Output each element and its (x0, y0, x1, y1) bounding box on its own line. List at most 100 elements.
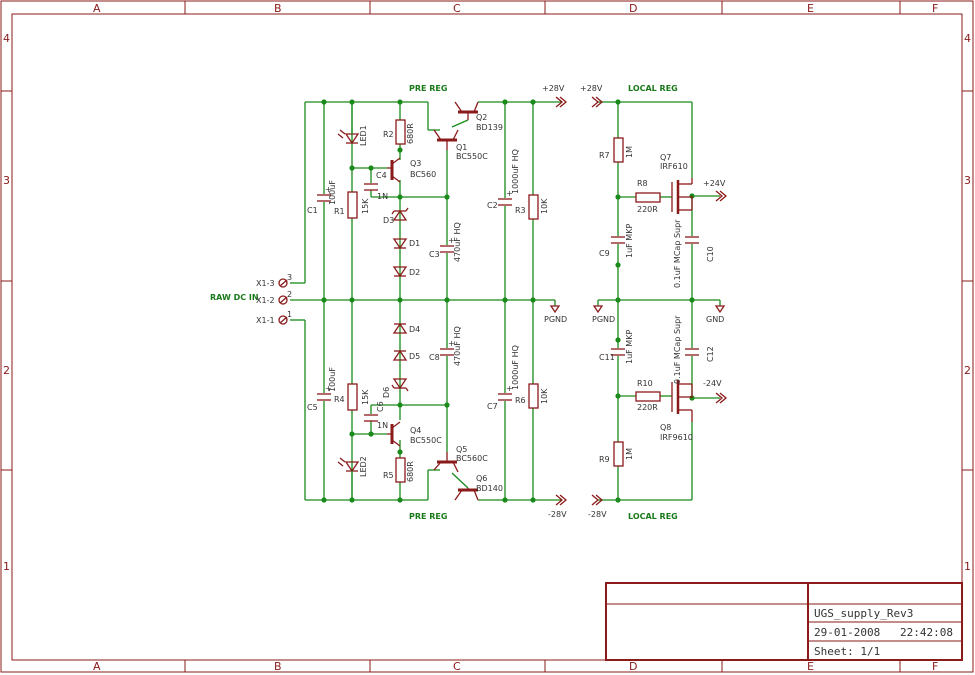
net-label-pgnd-right: PGND (592, 315, 615, 324)
label-q7-value: IRF610 (660, 162, 688, 171)
net-label-plus28-out: +28V (542, 84, 565, 93)
label-c11-ref: C11 (599, 353, 615, 362)
led-led2 (337, 457, 360, 473)
net-label-plus28-in: +28V (580, 84, 603, 93)
capacitor-c9 (611, 236, 625, 244)
capacitors: + + + + + + (317, 183, 699, 422)
label-c11-value: 1uF MKP (625, 330, 634, 364)
row-label-1-left: 1 (3, 560, 10, 573)
col-label-f-bottom: F (932, 660, 938, 673)
net-label-minus28-out: -28V (548, 510, 567, 519)
label-r9-ref: R9 (599, 455, 610, 464)
label-r10-value: 220R (637, 403, 658, 412)
row-label-3-right: 3 (964, 174, 971, 187)
label-c1-ref: C1 (307, 206, 318, 215)
col-label-b-bottom: B (274, 660, 282, 673)
label-d4-ref: D4 (409, 325, 420, 334)
diode-d2 (392, 266, 408, 278)
label-d1-ref: D1 (409, 239, 420, 248)
net-label-local-reg-bottom: LOCAL REG (628, 512, 678, 521)
label-c3-ref: C3 (429, 250, 440, 259)
label-q1-value: BC550C (456, 152, 488, 161)
label-c6-ref: C6 (376, 401, 385, 412)
local-reg-junctions (615, 99, 695, 503)
transistor-q4 (387, 421, 401, 447)
diode-d5 (392, 349, 408, 361)
connector-pinnum-3: 3 (287, 273, 292, 282)
net-label-pre-reg-top: PRE REG (409, 84, 447, 93)
label-q2-value: BD139 (476, 123, 503, 132)
label-r7-value: 1M (625, 146, 634, 158)
resistor-r6 (528, 383, 539, 409)
connector-pinnum-2: 2 (287, 290, 292, 299)
label-r2-ref: R2 (383, 130, 394, 139)
capacitor-c6 (364, 414, 378, 422)
label-c10-value: 0.1uF MCap Supr (673, 219, 682, 288)
resistor-r8 (635, 192, 661, 203)
label-q8-value: IRF9610 (660, 433, 693, 442)
label-r5-ref: R5 (383, 471, 394, 480)
label-c12-ref: C12 (706, 346, 715, 362)
label-r4-value: 15K (361, 389, 370, 405)
label-c6-value: 1N (377, 421, 388, 430)
svg-text:+: + (448, 339, 455, 348)
row-label-2-right: 2 (964, 364, 971, 377)
col-label-f-top: F (932, 2, 938, 15)
col-label-e-top: E (807, 2, 814, 15)
row-label-3-left: 3 (3, 174, 10, 187)
label-d2-ref: D2 (409, 268, 420, 277)
col-label-e-bottom: E (807, 660, 814, 673)
net-label-pre-reg-bottom: PRE REG (409, 512, 447, 521)
label-r6-value: 10K (540, 388, 549, 404)
label-d6-ref: D6 (382, 387, 391, 398)
net-label-local-reg-top: LOCAL REG (628, 84, 678, 93)
net-label-minus28-in: -28V (588, 510, 607, 519)
label-q4-ref: Q4 (410, 426, 421, 435)
col-label-b-top: B (274, 2, 282, 15)
row-label-4-left: 4 (3, 32, 10, 45)
resistor-r2 (395, 119, 406, 145)
label-q3-value: BC560 (410, 170, 436, 179)
title-block-sheet: Sheet: 1/1 (814, 645, 880, 658)
label-q6-ref: Q6 (476, 474, 487, 483)
label-q5-value: BC560C (456, 454, 488, 463)
net-label-pgnd-left: PGND (544, 315, 567, 324)
label-r9-value: 1M (625, 448, 634, 460)
label-q8-ref: Q8 (660, 423, 671, 432)
label-c12-value: 0.1uF MCap Supr (673, 315, 682, 384)
label-r1-ref: R1 (334, 207, 345, 216)
capacitor-c1: + (317, 185, 332, 202)
label-c8-value: 470uF HQ (453, 326, 462, 366)
resistor-r10 (635, 391, 661, 402)
title-block-time: 22:42:08 (900, 626, 953, 639)
title-block-name: UGS_supply_Rev3 (814, 607, 913, 620)
capacitor-c2: + (498, 189, 513, 206)
label-q1-ref: Q1 (456, 143, 467, 152)
label-c9-ref: C9 (599, 249, 610, 258)
connector-x1: X1-3 X1-2 X1-1 3 2 1 (256, 273, 292, 325)
diode-d1 (392, 238, 408, 250)
label-q5-ref: Q5 (456, 445, 467, 454)
label-led1-ref: LED1 (359, 125, 368, 146)
col-label-c-top: C (453, 2, 461, 15)
capacitor-c8: + (440, 339, 455, 356)
label-q4-value: BC550C (410, 436, 442, 445)
label-r10-ref: R10 (637, 379, 653, 388)
label-c9-value: 1uF MKP (625, 224, 634, 258)
diode-d6 (391, 378, 409, 392)
label-q3-ref: Q3 (410, 159, 421, 168)
svg-text:+: + (325, 185, 332, 194)
row-label-2-left: 2 (3, 364, 10, 377)
supply-arrows (549, 96, 728, 506)
pre-reg-junctions (321, 99, 536, 503)
row-label-1-right: 1 (964, 560, 971, 573)
capacitor-c3: + (440, 236, 455, 253)
label-r1-value: 15K (361, 198, 370, 214)
label-c2-ref: C2 (487, 201, 498, 210)
label-d3-ref: D3 (383, 216, 394, 225)
col-label-d-top: D (629, 2, 637, 15)
label-d5-ref: D5 (409, 352, 420, 361)
mosfet-q7 (671, 178, 693, 214)
